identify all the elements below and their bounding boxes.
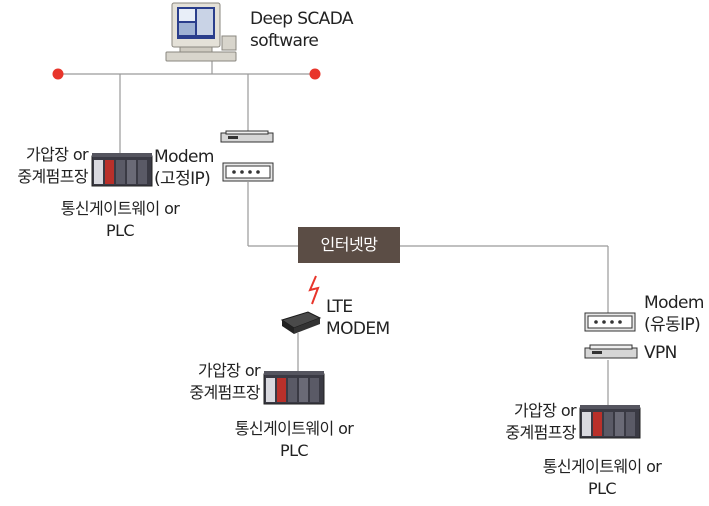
lte-modem-label: LTE MODEM (326, 297, 390, 339)
lte-modem-icon (280, 311, 322, 334)
vpn-label: VPN (644, 343, 677, 363)
modem-icon (222, 162, 274, 182)
node-dot-right (309, 68, 321, 80)
server-label: Deep SCADA software (250, 9, 354, 51)
vpn-site-label: 가압장 or 중계펌프장 (505, 401, 576, 442)
main-gateway-label: 통신게이트웨이 or PLC (60, 199, 180, 240)
main-modem-label: Modem (고정IP) (154, 147, 214, 189)
computer-icon (165, 2, 237, 62)
lte-gateway-label: 통신게이트웨이 or PLC (234, 419, 354, 460)
main-site-label: 가압장 or 중계펌프장 (17, 145, 88, 186)
node-dot-left (52, 68, 64, 80)
internet-badge: 인터넷망 (298, 227, 400, 263)
plc-rack-icon (91, 153, 153, 187)
vpn-modem-icon (584, 312, 636, 332)
lte-plc-rack-icon (263, 371, 325, 405)
vpn-plc-rack-icon (579, 405, 641, 439)
vpn-router-icon (584, 344, 638, 359)
lte-site-label: 가압장 or 중계펌프장 (189, 361, 260, 402)
lightning-icon (308, 275, 320, 305)
vpn-modem-label: Modem (유동IP) (644, 293, 704, 335)
vpn-gateway-label: 통신게이트웨이 or PLC (542, 457, 662, 498)
router-icon (220, 130, 274, 143)
